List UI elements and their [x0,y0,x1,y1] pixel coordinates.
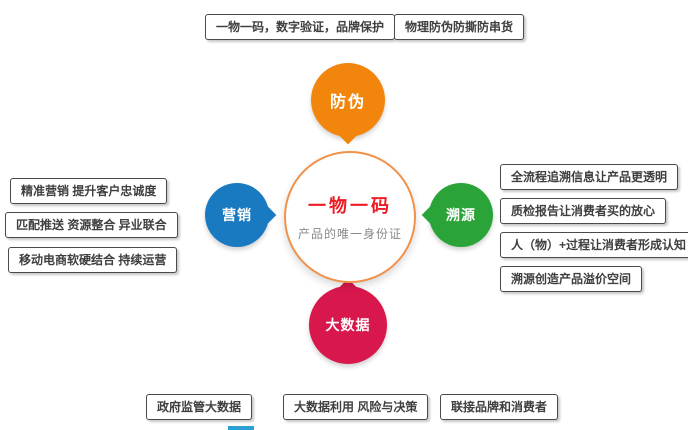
node-bigdata: 大数据 [309,286,387,364]
center-subtitle: 产品的唯一身份证 [297,227,402,241]
label-box-bigdata-link: 联接品牌和消费者 [440,394,559,420]
node-marketing-label: 营销 [222,207,252,223]
label-box-trace-premium: 溯源创造产品溢价空间 [500,266,643,292]
label-box-bigdata-gov: 政府监管大数据 [146,394,253,420]
label-box-trace-report: 质检报告让消费者买的放心 [500,198,667,224]
label-box-trace-cognition: 人（物）+过程让消费者形成认知 [500,232,688,258]
label-box-marketing-mobile: 移动电商软硬结合 持续运营 [8,247,178,273]
node-traceability: 溯源 [429,183,493,247]
label-box-marketing-push: 匹配推送 资源整合 异业联合 [5,212,178,238]
label-box-antifake-physical: 物理防伪防撕防串货 [394,14,525,40]
node-traceability-label: 溯源 [446,207,476,223]
node-marketing: 营销 [205,183,269,247]
label-box-marketing-precision: 精准营销 提升客户忠诚度 [10,178,168,204]
label-box-bigdata-risk: 大数据利用 风险与决策 [283,394,429,420]
label-box-antifake-digital: 一物一码，数字验证，品牌保护 [205,14,396,40]
node-antifake: 防伪 [311,63,385,137]
label-box-trace-transparent: 全流程追溯信息让产品更透明 [500,164,679,190]
node-bigdata-label: 大数据 [325,317,371,333]
node-antifake-label: 防伪 [329,94,366,111]
cropped-blue-fragment [228,426,254,430]
center-node: 一物一码 产品的唯一身份证 [284,151,416,283]
center-title: 一物一码 [308,196,392,216]
